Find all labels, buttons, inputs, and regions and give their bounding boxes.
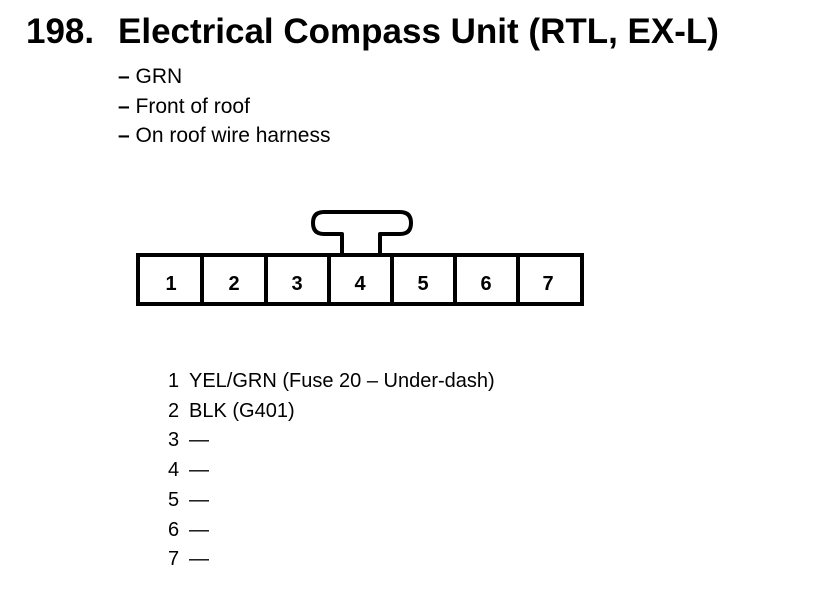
pin-wire: —: [189, 459, 209, 482]
pin-number: 5: [168, 488, 180, 511]
detail-location: – Front of roof: [118, 92, 330, 122]
pin-row: 1 YEL/GRN (Fuse 20 – Under-dash): [168, 367, 495, 397]
pin-wire: —: [189, 548, 209, 571]
page-title-number: 198.: [26, 12, 95, 51]
pin-number: 3: [168, 429, 180, 452]
pin-row: 4—: [168, 456, 495, 486]
cavity-number-3: 3: [291, 273, 302, 295]
detail-harness: – On roof wire harness: [118, 121, 330, 151]
connector-lock-tab: [311, 210, 413, 253]
pin-wire: YEL/GRN (Fuse 20 – Under-dash): [189, 370, 495, 392]
connector-details-list: – GRN – Front of roof – On roof wire har…: [118, 62, 330, 151]
pin-assignment-list: 1 YEL/GRN (Fuse 20 – Under-dash) 2 BLK (G4…: [168, 367, 495, 575]
detail-dash: –: [118, 124, 130, 147]
cavity-number-4: 4: [354, 273, 366, 295]
detail-text: On roof wire harness: [135, 124, 331, 147]
pin-row: 2 BLK (G401): [168, 397, 495, 427]
pin-number: 2: [168, 399, 180, 422]
pin-number: 7: [168, 548, 180, 571]
pin-row: 5—: [168, 486, 495, 516]
detail-dash: –: [118, 65, 130, 88]
pin-wire: —: [189, 429, 209, 452]
pin-wire: —: [189, 518, 209, 541]
detail-text: Front of roof: [135, 94, 250, 118]
page-title: Electrical Compass Unit (RTL, EX-L): [118, 12, 719, 51]
cavity-number-7: 7: [542, 273, 553, 295]
cavity-number-1: 1: [165, 273, 176, 295]
detail-color: – GRN: [118, 62, 330, 92]
cavity-number-2: 2: [228, 273, 239, 295]
pin-row: 3—: [168, 426, 495, 456]
cavity-number-5: 5: [417, 273, 428, 295]
detail-text: GRN: [135, 65, 183, 88]
pin-row: 7—: [168, 545, 495, 575]
pin-number: 4: [168, 459, 180, 482]
pin-wire: —: [189, 488, 209, 511]
pin-wire: BLK (G401): [189, 399, 295, 422]
connector-body: [136, 253, 584, 306]
detail-dash: –: [118, 94, 130, 118]
cavity-number-6: 6: [480, 273, 491, 295]
pin-number: 6: [168, 518, 180, 541]
pin-number: 1: [168, 370, 180, 392]
pin-row: 6—: [168, 516, 495, 546]
